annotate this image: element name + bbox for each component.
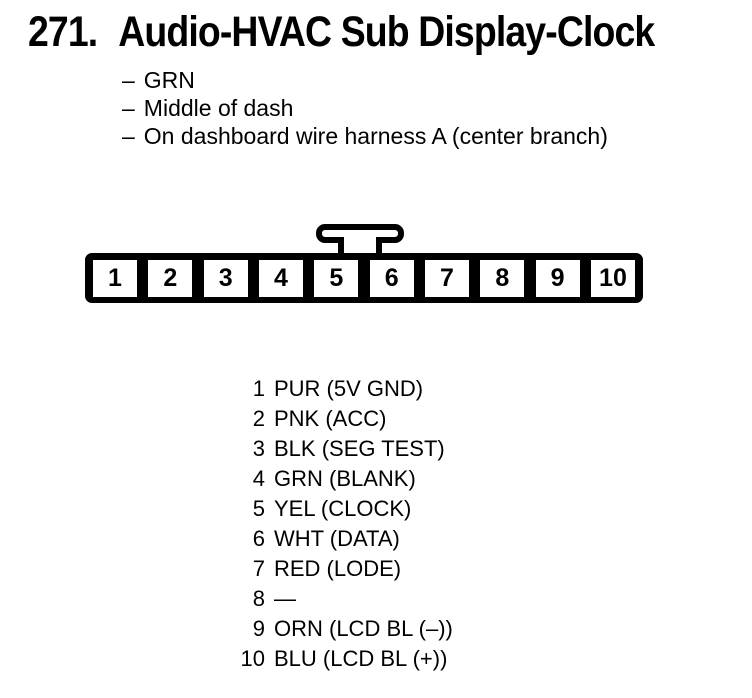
pin-label: BLK (SEG TEST) (274, 436, 445, 461)
connector-pin-10: 10 (590, 259, 635, 297)
dash-marker: – (122, 123, 135, 149)
pinout-list: 1 PUR (5V GND) 2 PNK (ACC) 3 BLK (SEG TE… (235, 374, 453, 674)
pin-label: PNK (ACC) (274, 406, 387, 431)
section-title: Audio-HVAC Sub Display-Clock (118, 8, 655, 56)
note-line: – On dashboard wire harness A (center br… (122, 122, 608, 150)
connector-pin-5: 5 (314, 259, 359, 297)
pin-number: 4 (252, 466, 265, 491)
pin-label: BLU (LCD BL (+)) (274, 646, 448, 671)
pin-number: 1 (252, 376, 265, 401)
pinout-row: 8 — (235, 584, 453, 614)
connector-pin-1: 1 (93, 259, 137, 297)
pinout-row: 7 RED (LODE) (235, 554, 453, 584)
pin-number: 5 (252, 496, 265, 521)
connector-pin-9: 9 (535, 259, 580, 297)
pin-number: 9 (252, 616, 265, 641)
pinout-row: 1 PUR (5V GND) (235, 374, 453, 404)
pin-label: PUR (5V GND) (274, 376, 424, 401)
pin-label: — (274, 586, 296, 611)
pinout-row: 5 YEL (CLOCK) (235, 494, 453, 524)
pin-number: 6 (252, 526, 265, 551)
pinout-row: 9 ORN (LCD BL (–)) (235, 614, 453, 644)
connector-pin-8: 8 (480, 259, 525, 297)
pin-label: WHT (DATA) (274, 526, 400, 551)
note-text: Middle of dash (143, 95, 294, 121)
pin-label: GRN (BLANK) (274, 466, 416, 491)
connector-pin-2: 2 (148, 259, 193, 297)
notes-list: – GRN – Middle of dash – On dashboard wi… (122, 66, 608, 150)
note-line: – Middle of dash (122, 94, 608, 122)
dash-marker: – (122, 95, 135, 121)
pin-number: 10 (240, 646, 265, 671)
pinout-row: 3 BLK (SEG TEST) (235, 434, 453, 464)
pinout-row: 10 BLU (LCD BL (+)) (235, 644, 453, 674)
pin-number: 7 (252, 556, 265, 581)
section-number: 271. (28, 8, 98, 56)
dash-marker: – (122, 67, 135, 93)
pin-number: 2 (252, 406, 265, 431)
page-title: 271. Audio-HVAC Sub Display-Clock (28, 8, 655, 57)
connector-latch-stem (338, 237, 382, 253)
connector-pin-7: 7 (424, 259, 469, 297)
pin-label: ORN (LCD BL (–)) (274, 616, 453, 641)
pin-label: YEL (CLOCK) (274, 496, 412, 521)
pin-number: 3 (252, 436, 265, 461)
connector-pin-4: 4 (258, 259, 303, 297)
pin-label: RED (LODE) (274, 556, 402, 581)
pin-number: 8 (252, 586, 265, 611)
note-text: On dashboard wire harness A (center bran… (143, 123, 608, 149)
pinout-row: 4 GRN (BLANK) (235, 464, 453, 494)
connector-pin-6: 6 (369, 259, 414, 297)
connector-pin-3: 3 (203, 259, 248, 297)
pinout-row: 2 PNK (ACC) (235, 404, 453, 434)
pinout-row: 6 WHT (DATA) (235, 524, 453, 554)
note-text: GRN (143, 67, 195, 93)
note-line: – GRN (122, 66, 608, 94)
connector-diagram: 1 2 3 4 5 6 7 8 9 10 (85, 253, 643, 303)
